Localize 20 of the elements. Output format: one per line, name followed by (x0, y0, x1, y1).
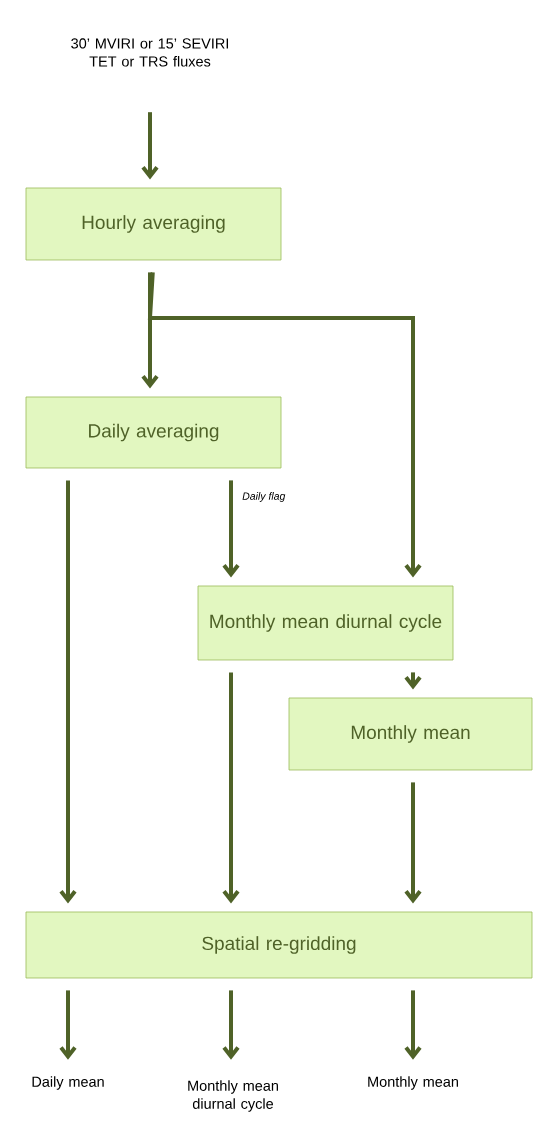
arrow (141, 112, 159, 180)
arrow (147, 272, 422, 578)
arrow (59, 480, 77, 904)
edge-label: Daily flag (241, 491, 287, 503)
output-text: Monthly mean diurnal cycle (188, 1080, 278, 1112)
arrow (222, 672, 240, 904)
input-text: 30’ MVIRI or 15’ SEVIRI TET or TRS fluxes (71, 38, 229, 67)
arrow (59, 990, 77, 1060)
arrow (404, 782, 422, 904)
process-box: Daily averaging (25, 396, 282, 469)
output-text: Monthly mean (368, 1076, 458, 1090)
process-box: Hourly averaging (25, 187, 282, 261)
arrow (222, 990, 240, 1060)
arrow (141, 272, 159, 389)
process-box: Spatial re-gridding (25, 911, 533, 979)
process-box: Monthly mean (288, 697, 533, 771)
process-box: Monthly mean diurnal cycle (197, 585, 454, 661)
output-text: Daily mean (32, 1076, 104, 1090)
arrow (222, 480, 240, 578)
arrow (404, 990, 422, 1060)
